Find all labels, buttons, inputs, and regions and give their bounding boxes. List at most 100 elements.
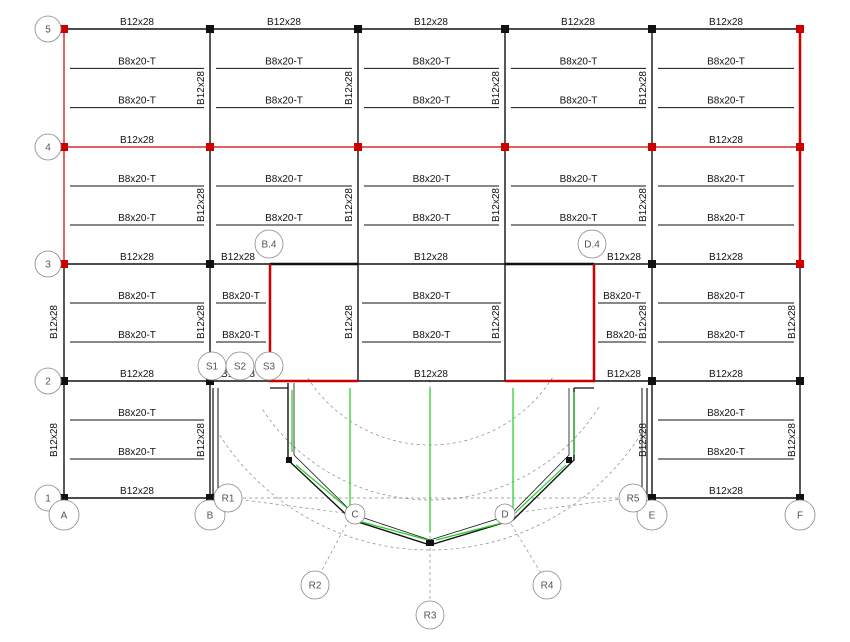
joist-label: B8x20-T (222, 291, 260, 302)
column (501, 25, 509, 33)
radial-bubble-R3: R3 (415, 600, 445, 630)
vertical-beam-label: B12x28 (344, 71, 355, 105)
arc-bubble-D-label: D (501, 510, 508, 521)
vertical-beam-label: B12x28 (196, 423, 207, 457)
joist-label: B8x20-T (265, 56, 303, 67)
radial-bubble-R2-label: R2 (309, 581, 322, 592)
joist-label: B8x20-T (118, 174, 156, 185)
joist-label: B8x20-T (707, 174, 745, 185)
vertical-beam-label: B12x28 (491, 71, 502, 105)
curved-beam-outer (287, 383, 575, 546)
column (796, 494, 804, 502)
radial-grid-line (314, 513, 353, 584)
column (206, 260, 214, 268)
green-beam (361, 521, 429, 541)
ref-bubble-B.4-circle (254, 229, 284, 259)
grid-bubble-5-circle (34, 15, 62, 43)
grid-bubble-5: 5 (34, 15, 62, 43)
column-selected (796, 260, 804, 268)
ref-bubble-S2: S2 (225, 351, 255, 381)
column-selected (354, 143, 362, 151)
arc-bubble-D-circle (494, 503, 516, 525)
column (60, 377, 68, 385)
grid-bubble-F-circle (784, 499, 816, 531)
column-selected (501, 143, 509, 151)
vertical-beam-label: B12x28 (787, 305, 798, 339)
column (796, 377, 804, 385)
vertical-beam-label: B12x28 (787, 423, 798, 457)
grid-bubble-2: 2 (34, 367, 62, 395)
joist-label: B8x20-T (118, 213, 156, 224)
green-beam (515, 464, 567, 513)
main-beam-label: B12x28 (414, 252, 448, 263)
vertical-beam-label: B12x28 (196, 71, 207, 105)
grid-bubble-4-label: 4 (45, 143, 51, 154)
joist-label: B8x20-T (707, 408, 745, 419)
radial-bubble-R1-label: R1 (222, 494, 235, 505)
main-beam-label: B12x28 (709, 369, 743, 380)
radial-bubble-R1-circle (213, 483, 243, 513)
joist-label: B8x20-T (413, 213, 451, 224)
joist-label: B8x20-T (413, 291, 451, 302)
column-selected (648, 143, 656, 151)
grid-bubble-E-circle (636, 499, 668, 531)
green-beam (295, 464, 353, 513)
column (566, 457, 572, 463)
vertical-beam-label: B12x28 (491, 188, 502, 222)
radial-bubble-R4: R4 (532, 570, 562, 600)
joist-label: B8x20-T (560, 56, 598, 67)
ref-bubble-B.4-label: B.4 (261, 240, 276, 251)
radial-bubble-R3-label: R3 (424, 611, 437, 622)
joist-label: B8x20-T (222, 330, 260, 341)
grid-bubble-A-label: A (61, 511, 68, 522)
column (648, 25, 656, 33)
joist-label: B8x20-T (603, 291, 641, 302)
main-beam-label: B12x28 (561, 17, 595, 28)
vertical-beam-label: B12x28 (196, 188, 207, 222)
joist-label: B8x20-T (707, 291, 745, 302)
radial-bubble-R2-circle (300, 570, 330, 600)
joist-label: B8x20-T (707, 330, 745, 341)
joist-label: B8x20-T (265, 174, 303, 185)
grid-bubble-B-label: B (207, 511, 214, 522)
vertical-beam-label: B12x28 (638, 71, 649, 105)
ref-bubble-B.4: B.4 (254, 229, 284, 259)
joist-label: B8x20-T (560, 174, 598, 185)
column (60, 494, 68, 502)
ref-bubble-S3-circle (254, 351, 284, 381)
ref-bubble-D.4: D.4 (577, 229, 607, 259)
columns (60, 25, 804, 546)
main-beam-label: B12x28 (607, 369, 641, 380)
grid-bubble-3-circle (34, 250, 62, 278)
joist-label: B8x20-T (560, 213, 598, 224)
grid-bubble-E: E (636, 499, 668, 531)
radial-bubble-R5-label: R5 (627, 494, 640, 505)
ref-bubble-S2-circle (225, 351, 255, 381)
main-beam-label: B12x28 (709, 17, 743, 28)
column (206, 494, 214, 502)
main-beam-label: B12x28 (709, 486, 743, 497)
radial-grid-line (227, 497, 353, 515)
joist-label: B8x20-T (118, 291, 156, 302)
ref-bubble-S3: S3 (254, 351, 284, 381)
joist-label: B8x20-T (265, 213, 303, 224)
vertical-beam-label: B12x28 (638, 423, 649, 457)
main-beam-label: B12x28 (221, 252, 255, 263)
radial-bubble-R1: R1 (213, 483, 243, 513)
arc-grid-line (218, 433, 642, 551)
ref-bubble-S1: S1 (197, 351, 227, 381)
grid-bubble-A-circle (48, 499, 80, 531)
ref-bubble-D.4-circle (577, 229, 607, 259)
main-beam-label: B12x28 (607, 252, 641, 263)
column (648, 494, 656, 502)
joist-label: B8x20- (606, 330, 638, 341)
column (206, 377, 214, 385)
column (354, 25, 362, 33)
column (206, 25, 214, 33)
column-selected (60, 143, 68, 151)
curved-beams (291, 388, 575, 541)
opening-edge-left (268, 264, 358, 383)
ref-bubble-S2-label: S2 (234, 362, 247, 373)
curved-beam-inner (293, 383, 570, 541)
grid-bubble-A: A (48, 499, 80, 531)
